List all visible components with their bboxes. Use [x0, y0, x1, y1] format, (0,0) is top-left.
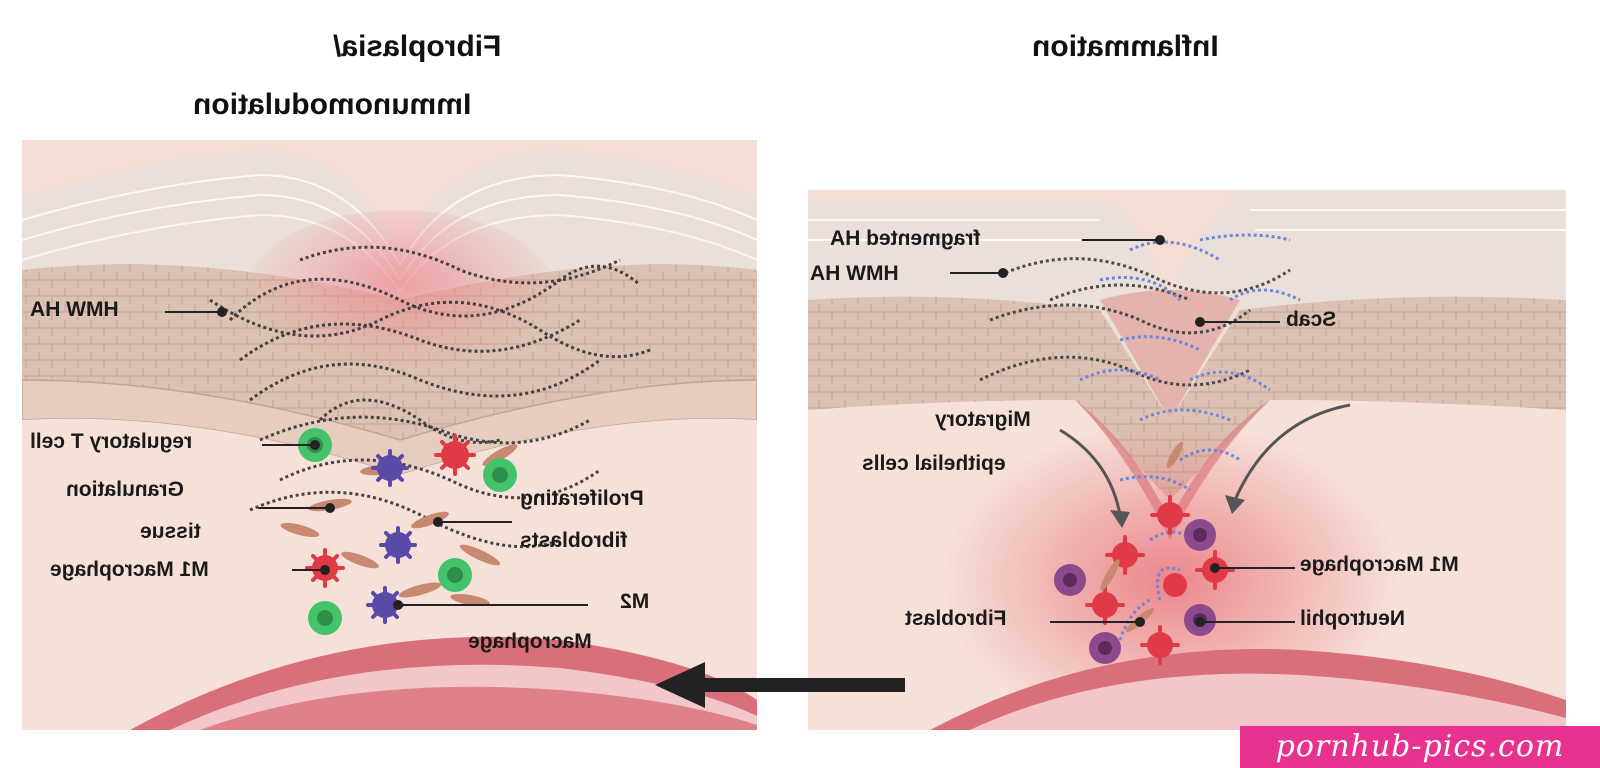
right-leader-lines	[950, 235, 1295, 627]
label-granulation-line2: tissue	[140, 520, 201, 543]
label-proliferating-line1: Proliferating	[520, 487, 644, 510]
label-fibroblast: Fibroblast	[905, 607, 1007, 630]
right-panel	[808, 190, 1566, 730]
label-fragmented-ha: fragmented HA	[830, 227, 981, 250]
left-heading-line1: Fibroplasia/	[333, 30, 502, 63]
label-migratory-line2: epithelial cells	[862, 452, 1006, 475]
left-heading-line2: Immunomodulation	[193, 88, 472, 121]
label-m1-macrophage-left: M1 Macrophage	[50, 558, 209, 581]
label-neutrophil: Neutrophil	[1300, 607, 1405, 630]
label-granulation-line1: Granulation	[66, 478, 184, 501]
label-hmw-ha-right: HMW HA	[810, 262, 899, 285]
left-leader-lines	[165, 307, 588, 610]
label-m1-macrophage-right: M1 Macrophage	[1300, 553, 1459, 576]
label-m2-line1: M2	[620, 590, 650, 613]
label-migratory-line1: Migratory	[935, 408, 1031, 431]
right-heading: Inflammation	[1032, 30, 1219, 63]
watermark-banner: pornhub-pics.com	[1240, 726, 1600, 768]
label-proliferating-line2: fibroblasts	[520, 529, 628, 552]
label-hmw-ha-left: HMW HA	[30, 298, 119, 321]
label-scab: Scab	[1286, 308, 1337, 331]
transition-arrow	[655, 662, 905, 708]
label-m2-line2: Macrophage	[468, 630, 592, 653]
left-panel	[22, 140, 757, 730]
label-regulatory-t-cell: regulatory T cell	[30, 430, 193, 453]
